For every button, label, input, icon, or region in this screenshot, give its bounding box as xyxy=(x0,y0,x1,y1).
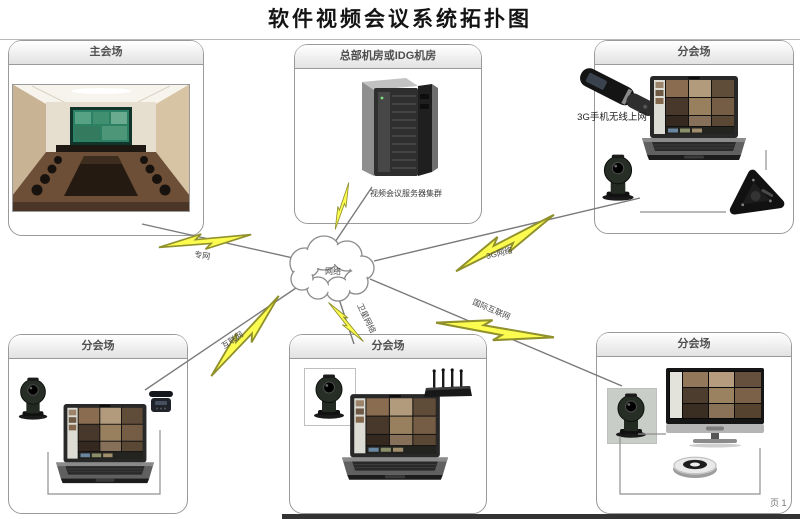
wireless-router-icon xyxy=(424,368,472,400)
cloud-label: 网络 xyxy=(325,266,341,276)
laptop-icon xyxy=(56,404,154,485)
ip-phone-icon xyxy=(148,388,174,416)
ptz-camera-icon xyxy=(611,392,651,438)
branch-bottom-right-label: 分会场 xyxy=(597,333,791,357)
server-cluster-icon xyxy=(348,74,444,182)
conference-room-photo xyxy=(12,84,190,212)
top-divider xyxy=(0,39,800,40)
branch-bottom-center-label: 分会场 xyxy=(290,335,486,359)
page-number: 页 1 xyxy=(770,498,787,508)
diagram-title: 软件视频会议系统拓扑图 xyxy=(268,8,532,31)
main-venue-label: 主会场 xyxy=(9,41,203,65)
ptz-camera-icon xyxy=(14,376,52,420)
round-speakerphone-icon xyxy=(670,450,720,480)
link-label-private: 专网 xyxy=(194,249,211,261)
server-cluster-caption: 视频会议服务器集群 xyxy=(370,189,442,198)
bottom-edge-bar xyxy=(282,514,800,519)
hq-server-room-label: 总部机房或IDG机房 xyxy=(295,45,481,69)
network-cloud: 网络 xyxy=(289,235,375,302)
lightning-bolt xyxy=(194,294,296,378)
tv-display-icon xyxy=(666,368,764,448)
link-label-internet: 互联网 xyxy=(220,330,245,351)
link-label-3g: 3G网络 xyxy=(485,245,513,261)
link-label-satellite: 卫星网络 xyxy=(355,301,378,334)
branch-top-right-label: 分会场 xyxy=(595,41,793,65)
laptop-icon xyxy=(642,76,746,162)
laptop-icon xyxy=(342,394,448,482)
3g-note: 3G手机无线上网 xyxy=(577,112,647,123)
ptz-camera-icon xyxy=(597,153,639,201)
branch-bottom-left-label: 分会场 xyxy=(9,335,187,359)
link-label-intl-internet: 国际互联网 xyxy=(471,298,511,322)
triangle-speakerphone-icon xyxy=(724,166,786,218)
